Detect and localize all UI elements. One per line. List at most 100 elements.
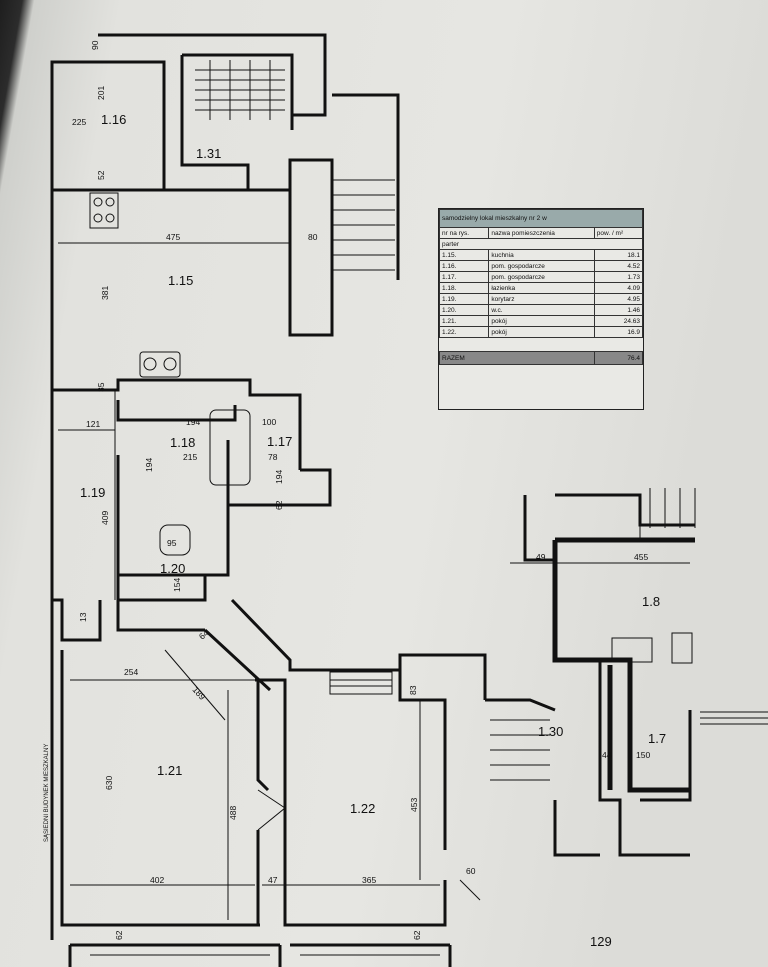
floor-label: parter [439, 238, 643, 250]
dim-label: 47 [268, 875, 278, 885]
row-nr: 1.17. [438, 271, 490, 283]
dim-label: 62 [274, 500, 284, 510]
room-label-1-22: 1.22 [350, 801, 375, 816]
dim-label: 365 [362, 875, 376, 885]
dim-label: 194 [144, 458, 154, 472]
row-area: 24.63 [593, 315, 644, 327]
dim-label: 100 [262, 417, 276, 427]
dim-label: 121 [86, 419, 100, 429]
dim-label: 201 [96, 86, 106, 100]
col-header-nr: nr na rys. [438, 227, 490, 239]
dim-label: 78 [268, 452, 278, 462]
walls [50, 33, 695, 940]
dim-label: 83 [408, 685, 418, 695]
dim-label: 194 [186, 417, 200, 427]
row-name: w.c. [488, 304, 595, 316]
dim-label: 13 [78, 612, 88, 622]
side-note-neighbouring-building: SĄSIEDNI BUDYNEK MIESZKALNY [44, 744, 50, 842]
dim-label: 154 [172, 578, 182, 592]
dimension-labels: 90 225 201 52 475 80 381 35 121 194 100 … [72, 40, 650, 949]
hatch-fragments [90, 711, 768, 956]
dim-label: 189 [191, 685, 208, 702]
row-area: 4.95 [593, 293, 644, 305]
row-nr: 1.20. [438, 304, 490, 316]
room-labels: 1.16 1.31 1.15 1.18 1.17 1.19 1.20 1.21 … [80, 112, 666, 816]
dim-label: 254 [124, 667, 138, 677]
dim-label: 402 [150, 875, 164, 885]
dim-label: 62 [412, 930, 422, 940]
page-number: 129 [590, 934, 612, 949]
room-label-1-20: 1.20 [160, 561, 185, 576]
total-value: 76.4 [593, 351, 644, 365]
row-name: pom. gospodarcze [488, 271, 595, 283]
row-nr: 1.19. [438, 293, 490, 305]
row-name: łazienka [488, 282, 595, 294]
bottom-edge-walls [68, 943, 452, 967]
col-header-name: nazwa pomieszczenia [488, 227, 595, 239]
row-nr: 1.22. [438, 326, 490, 338]
dim-label: 475 [166, 232, 180, 242]
room-label-1-19: 1.19 [80, 485, 105, 500]
room-label-1-15: 1.15 [168, 273, 193, 288]
dim-label: 35 [96, 382, 106, 392]
thick-walls [552, 537, 695, 793]
legend-grid: samodzielny lokal mieszkalny nr 2 w nr n… [438, 209, 644, 365]
row-name: pokój [488, 326, 595, 338]
dim-label: 194 [274, 470, 284, 484]
room-label-1-17: 1.17 [267, 434, 292, 449]
room-label-1-30: 1.30 [538, 724, 563, 739]
dim-label: 381 [100, 286, 110, 300]
row-nr: 1.18. [438, 282, 490, 294]
dim-label: 630 [104, 776, 114, 790]
dim-label: 44 [602, 750, 612, 760]
row-name: pokój [488, 315, 595, 327]
row-area: 1.46 [593, 304, 644, 316]
dim-label: 225 [72, 117, 86, 127]
room-label-1-16: 1.16 [101, 112, 126, 127]
dim-label: 455 [634, 552, 648, 562]
total-row: RAZEM 76.4 [439, 351, 644, 365]
table-row: 1.20.w.c.1.46 [438, 304, 644, 316]
row-area: 4.52 [593, 260, 644, 272]
row-name: korytarz [488, 293, 595, 305]
row-area: 4.09 [593, 282, 644, 294]
col-header-area: pow. / m² [593, 227, 644, 239]
dim-label: 150 [636, 750, 650, 760]
dim-label: 409 [100, 511, 110, 525]
dim-label: 215 [183, 452, 197, 462]
room-label-1-18: 1.18 [170, 435, 195, 450]
row-nr: 1.21. [438, 315, 490, 327]
room-label-1-31: 1.31 [196, 146, 221, 161]
area-legend-table: samodzielny lokal mieszkalny nr 2 w nr n… [438, 208, 644, 410]
dim-label: 488 [228, 806, 238, 820]
dim-label: 60 [466, 866, 476, 876]
stair-lower [490, 488, 696, 781]
dim-label: 62 [114, 930, 124, 940]
dim-label: 49 [536, 552, 546, 562]
row-area: 16.9 [593, 326, 644, 338]
row-name: pom. gospodarcze [488, 260, 595, 272]
stair-right [332, 179, 395, 271]
room-label-1-21: 1.21 [157, 763, 182, 778]
thin-lines [58, 60, 696, 920]
row-name: kuchnia [488, 249, 595, 261]
row-area: 1.73 [593, 271, 644, 283]
dim-label: 52 [96, 170, 106, 180]
row-nr: 1.15. [438, 249, 490, 261]
dim-label: 80 [308, 232, 318, 242]
room-label-1-7: 1.7 [648, 731, 666, 746]
room-label-1-8: 1.8 [642, 594, 660, 609]
row-nr: 1.16. [438, 260, 490, 272]
legend-title: samodzielny lokal mieszkalny nr 2 w [439, 209, 643, 228]
total-label: RAZEM [439, 351, 595, 365]
dim-label: 95 [167, 538, 177, 548]
